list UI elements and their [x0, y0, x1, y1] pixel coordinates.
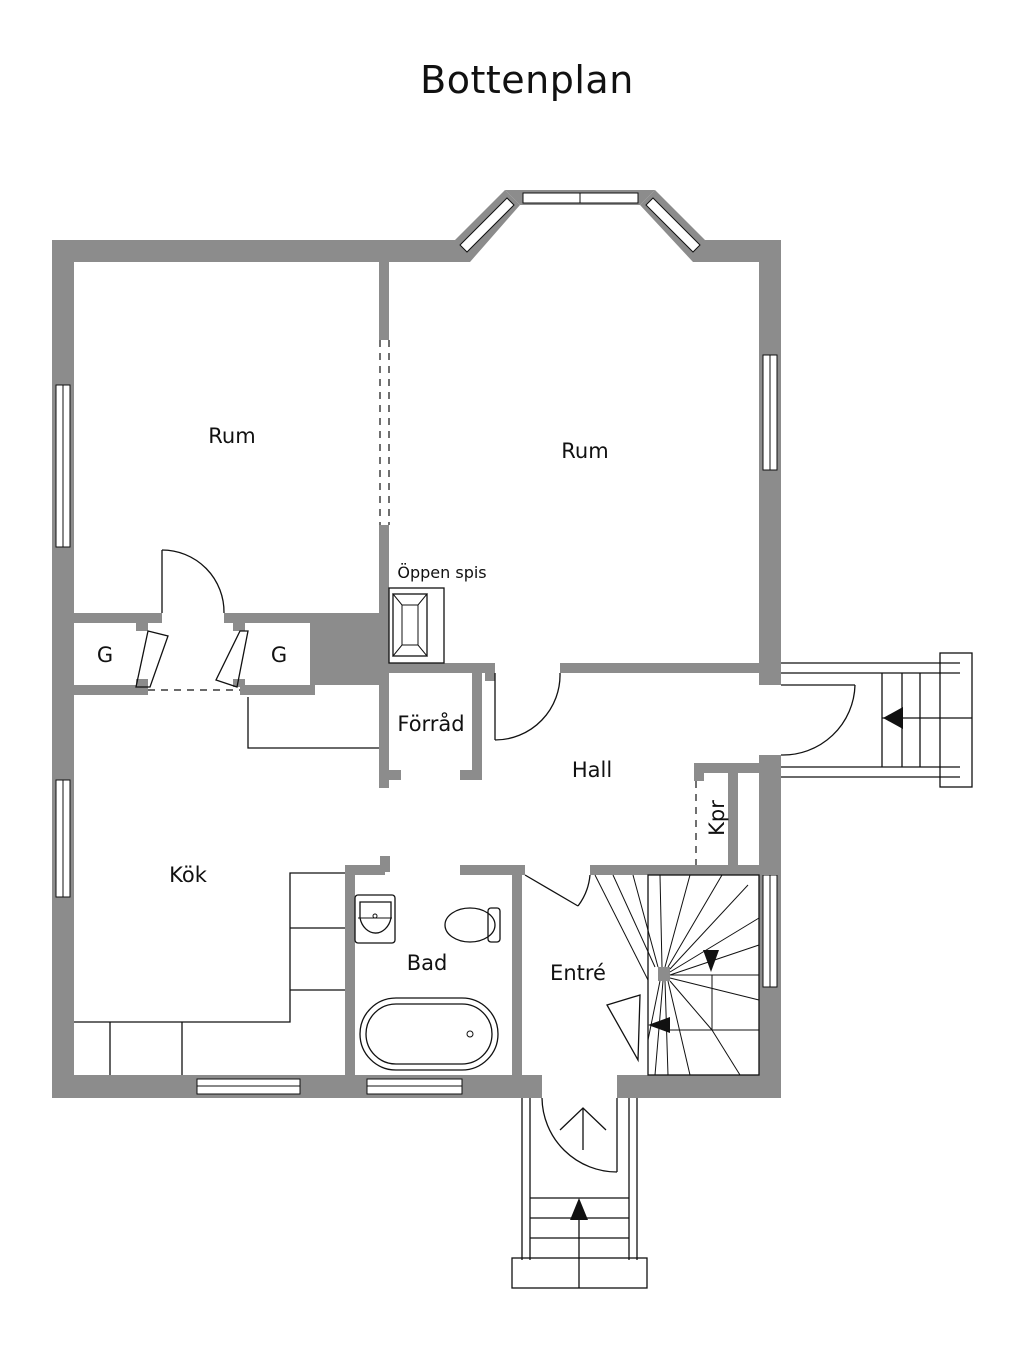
label-rum-left: Rum	[208, 424, 255, 448]
fireplace	[388, 587, 445, 664]
label-rum-right: Rum	[561, 439, 608, 463]
label-bad: Bad	[407, 951, 448, 975]
front-steps	[511, 1098, 648, 1289]
room-labels: Rum Rum Öppen spis G G Förråd Hall Kpr K…	[97, 424, 729, 985]
label-entre: Entré	[550, 961, 606, 985]
kitchen-counters	[74, 697, 379, 1075]
interior-walls	[74, 262, 781, 1075]
plan-title: Bottenplan	[420, 58, 634, 102]
label-g-right: G	[271, 643, 287, 667]
doors	[135, 549, 856, 1173]
bathroom-fixtures	[354, 894, 501, 1071]
label-kok: Kök	[169, 863, 208, 887]
right-steps	[781, 652, 973, 788]
label-forrad: Förråd	[397, 711, 464, 736]
label-oppen-spis: Öppen spis	[397, 563, 486, 582]
staircase	[594, 874, 760, 1076]
windows	[55, 192, 778, 1095]
label-g-left: G	[97, 643, 113, 667]
dashed-openings	[148, 340, 697, 865]
label-kpr: Kpr	[705, 800, 729, 836]
label-hall: Hall	[572, 758, 612, 782]
